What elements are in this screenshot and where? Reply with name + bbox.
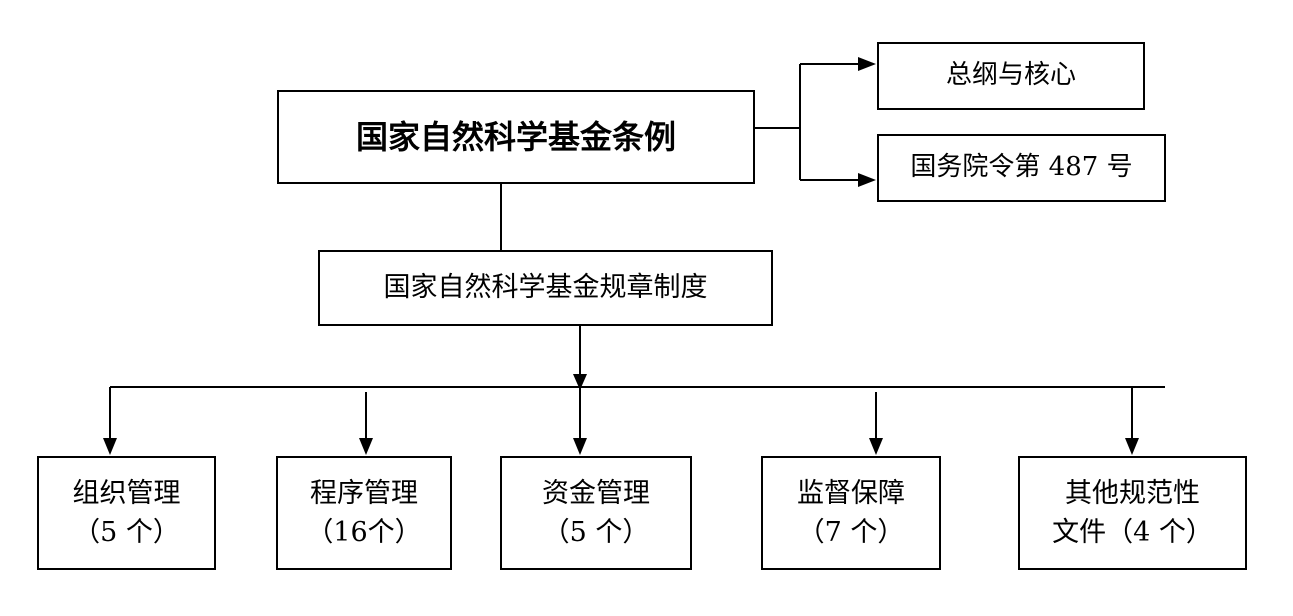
leaf-node-title: 组织管理 [72, 477, 181, 509]
arrowhead-leaf-1 [103, 438, 117, 455]
leaf-node-title: 资金管理 [542, 477, 650, 509]
root-node-label: 国家自然科学基金条例 [355, 117, 676, 156]
leaf-node-title: 监督保障 [797, 477, 905, 509]
leaf-node-fund-management: 资金管理 （5 个） [500, 456, 692, 570]
side-node-label: 总纲与核心 [945, 60, 1076, 91]
side-node-general-core: 总纲与核心 [877, 42, 1145, 110]
middle-node-label: 国家自然科学基金规章制度 [383, 272, 708, 304]
leaf-node-procedure-management: 程序管理 （16个） [276, 456, 452, 570]
leaf-node-count: （5 个） [542, 517, 650, 548]
side-node-label: 国务院令第 487 号 [910, 152, 1133, 183]
arrowhead-side-node-1 [858, 57, 876, 71]
arrowhead-leaf-3 [573, 438, 587, 455]
arrowhead-leaf-5 [1125, 438, 1139, 455]
leaf-node-title: 程序管理 [310, 477, 418, 509]
leaf-node-other-documents: 其他规范性 文件（4 个） [1018, 456, 1247, 570]
root-node: 国家自然科学基金条例 [277, 90, 755, 184]
leaf-node-count: 文件（4 个） [1052, 517, 1213, 548]
leaf-node-supervision: 监督保障 （7 个） [761, 456, 941, 570]
side-node-state-council-order: 国务院令第 487 号 [877, 134, 1166, 202]
middle-node-regulations: 国家自然科学基金规章制度 [318, 250, 773, 326]
leaf-node-count: （16个） [306, 517, 422, 548]
leaf-node-title: 其他规范性 [1065, 477, 1200, 509]
leaf-node-count: （7 个） [797, 517, 905, 548]
leaf-node-count: （5 个） [73, 517, 180, 548]
arrowhead-bus [573, 374, 587, 390]
leaf-node-organization-management: 组织管理 （5 个） [37, 456, 216, 570]
arrowhead-leaf-4 [869, 438, 883, 455]
arrowhead-leaf-2 [359, 438, 373, 455]
arrowhead-side-node-2 [858, 173, 876, 187]
